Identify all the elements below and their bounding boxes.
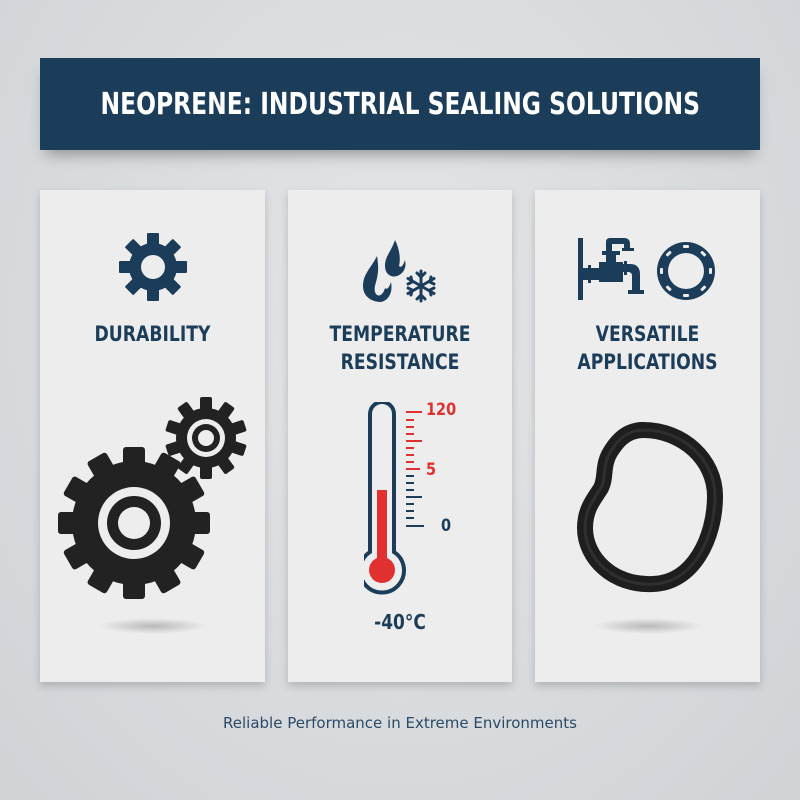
card-title-versatile: VERSATILE APPLICATIONS	[555, 320, 740, 376]
title-banner: NEOPRENE: INDUSTRIAL SEALING SOLUTIONS	[40, 58, 760, 150]
temperature-bottom-label: -40°C	[374, 610, 426, 634]
o-ring-seal-illustration	[535, 418, 760, 598]
scale-label-max: 120	[426, 400, 457, 420]
interlocking-gears-illustration	[48, 395, 258, 625]
card-title-line2: RESISTANCE	[340, 350, 460, 374]
card-title-durability: DURABILITY	[94, 322, 211, 346]
gear-icon	[40, 232, 265, 302]
thermometer-illustration	[358, 400, 424, 602]
page-title: NEOPRENE: INDUSTRIAL SEALING SOLUTIONS	[100, 86, 700, 122]
card-title-line1: VERSATILE	[595, 322, 700, 346]
scale-label-mid: 5	[426, 460, 437, 480]
card-durability: DURABILITY	[40, 190, 265, 682]
scale-label-min: 0	[441, 516, 452, 536]
flame-snowflake-icon	[288, 236, 512, 306]
card-title-line2: APPLICATIONS	[577, 350, 718, 374]
card-versatile-applications: VERSATILE APPLICATIONS	[535, 190, 760, 682]
card-temperature-resistance: TEMPERATURE RESISTANCE	[288, 190, 512, 682]
o-ring-shadow	[592, 618, 703, 634]
card-title-temperature: TEMPERATURE RESISTANCE	[308, 320, 492, 376]
card-title-line1: TEMPERATURE	[329, 322, 471, 346]
pipe-flange-icon	[535, 238, 760, 304]
gears-shadow	[97, 618, 208, 634]
footer-tagline: Reliable Performance in Extreme Environm…	[223, 714, 577, 732]
